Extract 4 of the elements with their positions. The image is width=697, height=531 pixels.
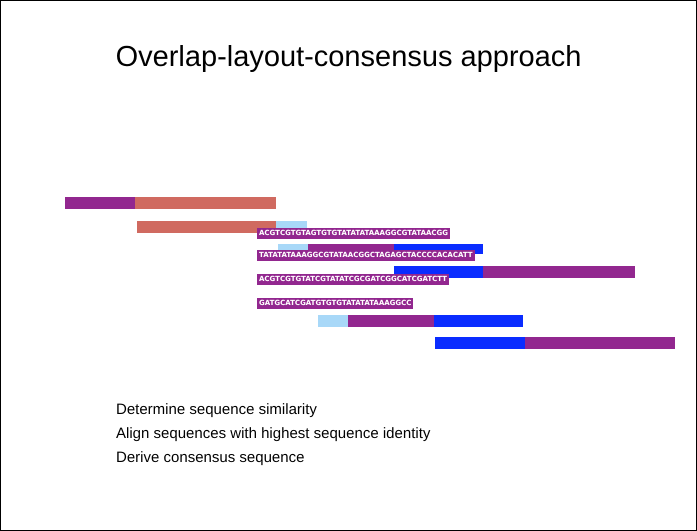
step-text: Align sequences with highest sequence identity <box>116 425 430 442</box>
slide-title: Overlap-layout-consensus approach <box>114 41 582 74</box>
step-text: Determine sequence similarity <box>116 401 317 418</box>
step-text: Derive consensus sequence <box>116 449 304 466</box>
